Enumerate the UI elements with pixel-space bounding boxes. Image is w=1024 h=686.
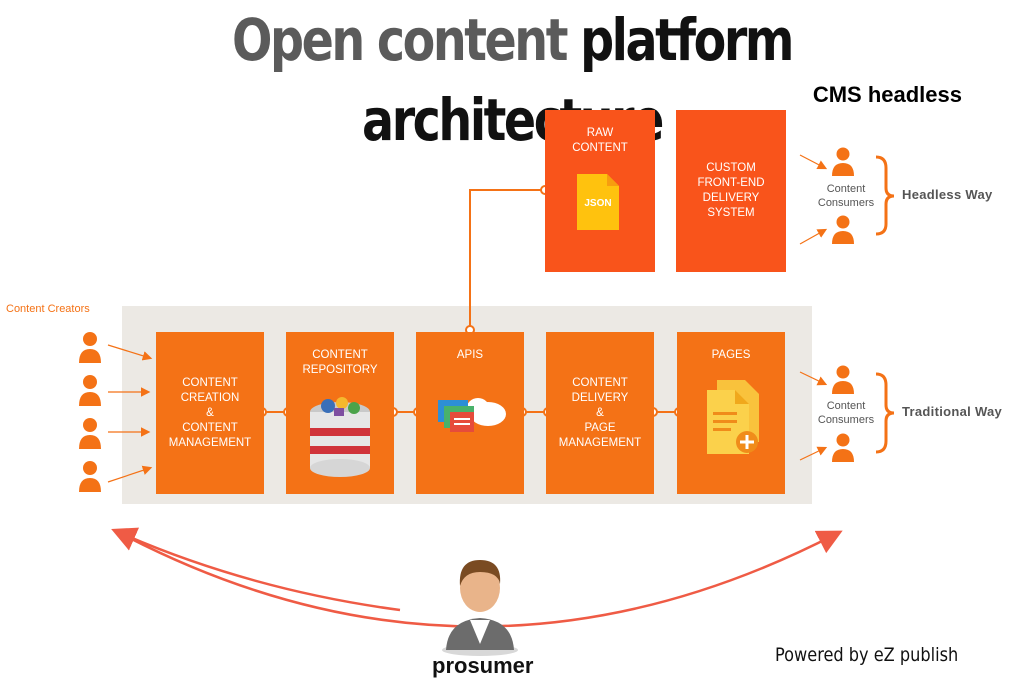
content-creation-box: CONTENT CREATION & CONTENT MANAGEMENT — [156, 332, 264, 494]
creation-line-5: MANAGEMENT — [168, 436, 252, 449]
headless-consumer-icons — [832, 147, 854, 244]
traditional-way-label: Traditional Way — [902, 404, 1003, 419]
traditional-brace — [875, 372, 895, 454]
prosumer-avatar — [442, 560, 518, 656]
consumer-person-icon — [832, 365, 854, 394]
raw-content-box: RAW CONTENT JSON — [545, 110, 655, 272]
creator-person-icon — [79, 418, 101, 449]
powered-by-label: Powered by eZ publish — [775, 644, 959, 666]
creation-line-2: CREATION — [180, 391, 240, 404]
json-label: JSON — [584, 198, 612, 209]
pages-label: PAGES — [711, 349, 751, 361]
creator-arrow — [107, 465, 153, 483]
repository-label: CONTENT REPOSITORY — [302, 349, 378, 376]
api-json-connector — [469, 189, 545, 332]
database-icon — [310, 397, 370, 477]
consumer-arrow — [799, 446, 828, 461]
traditional-consumer-icons — [832, 365, 854, 462]
delivery-line-3: & — [596, 406, 604, 419]
custom-frontend-box: CUSTOM FRONT-END DELIVERY SYSTEM — [676, 110, 786, 272]
custom-frontend-label: CUSTOM FRONT-END DELIVERY SYSTEM — [697, 162, 765, 219]
creation-line-4: CONTENT — [182, 421, 238, 434]
api-cloud-icon — [438, 398, 506, 432]
delivery-line-5: MANAGEMENT — [558, 436, 642, 449]
creator-person-icon — [79, 461, 101, 492]
consumer-person-icon — [832, 215, 854, 244]
title-part1: Open content — [232, 6, 568, 74]
headless-brace — [875, 155, 895, 236]
creation-line-3: & — [206, 406, 214, 419]
delivery-line-4: PAGE — [584, 421, 616, 434]
creation-line-1: CONTENT — [182, 376, 238, 389]
traditional-consumers-label: Content Consumers — [817, 400, 875, 426]
pages-box: PAGES — [677, 332, 785, 494]
creator-person-icon — [79, 332, 101, 363]
consumer-arrow — [799, 371, 828, 386]
delivery-line-2: DELIVERY — [571, 391, 629, 404]
prosumer-arc-left-head — [111, 527, 401, 612]
creator-arrow — [107, 344, 153, 361]
pages-icon — [707, 380, 759, 454]
raw-content-label: RAW CONTENT — [572, 127, 628, 154]
json-file-icon: JSON — [575, 172, 621, 232]
content-repository-box: CONTENT REPOSITORY — [286, 332, 394, 494]
subtitle: CMS headless — [812, 82, 962, 107]
consumer-arrow — [799, 154, 828, 170]
consumer-person-icon — [832, 147, 854, 176]
apis-box: APIs — [416, 332, 524, 494]
delivery-line-1: CONTENT — [572, 376, 628, 389]
content-creators-label: Content Creators — [6, 303, 90, 315]
consumer-arrow — [799, 228, 828, 245]
apis-label: APIs — [456, 349, 484, 361]
content-delivery-box: CONTENT DELIVERY & PAGE MANAGEMENT — [546, 332, 654, 494]
creator-icons — [79, 332, 101, 492]
headless-way-label: Headless Way — [902, 187, 993, 202]
prosumer-label: prosumer — [432, 653, 534, 678]
creator-person-icon — [79, 375, 101, 406]
headless-consumers-label: Content Consumers — [817, 183, 875, 209]
consumer-person-icon — [832, 433, 854, 462]
